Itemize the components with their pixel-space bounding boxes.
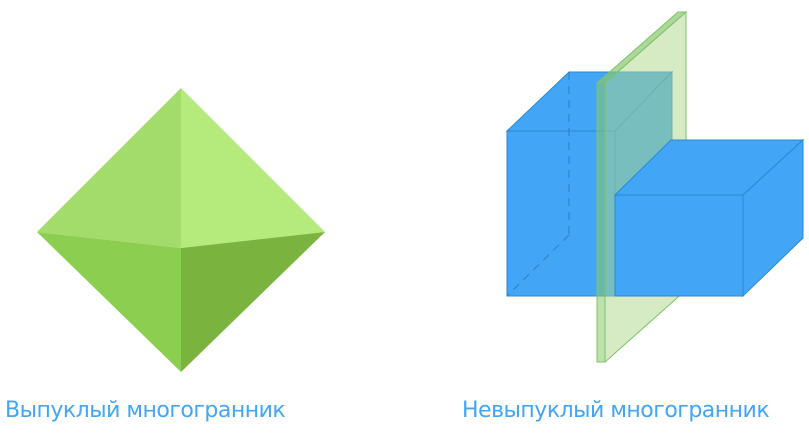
hidden-edges xyxy=(506,72,570,297)
octahedron-face-top-left xyxy=(37,88,181,248)
octahedron-face-top-right xyxy=(181,88,325,248)
nonconvex-polyhedron xyxy=(505,10,805,364)
convex-octahedron xyxy=(37,88,325,372)
nonconvex-caption: Невыпуклый многогранник xyxy=(462,398,770,423)
convex-caption: Выпуклый многогранник xyxy=(5,398,286,423)
plane-front-edge xyxy=(596,82,606,363)
right-box-front-face xyxy=(614,194,744,297)
octahedron-face-bottom-right xyxy=(181,232,325,372)
octahedron-face-bottom-left xyxy=(37,232,181,372)
